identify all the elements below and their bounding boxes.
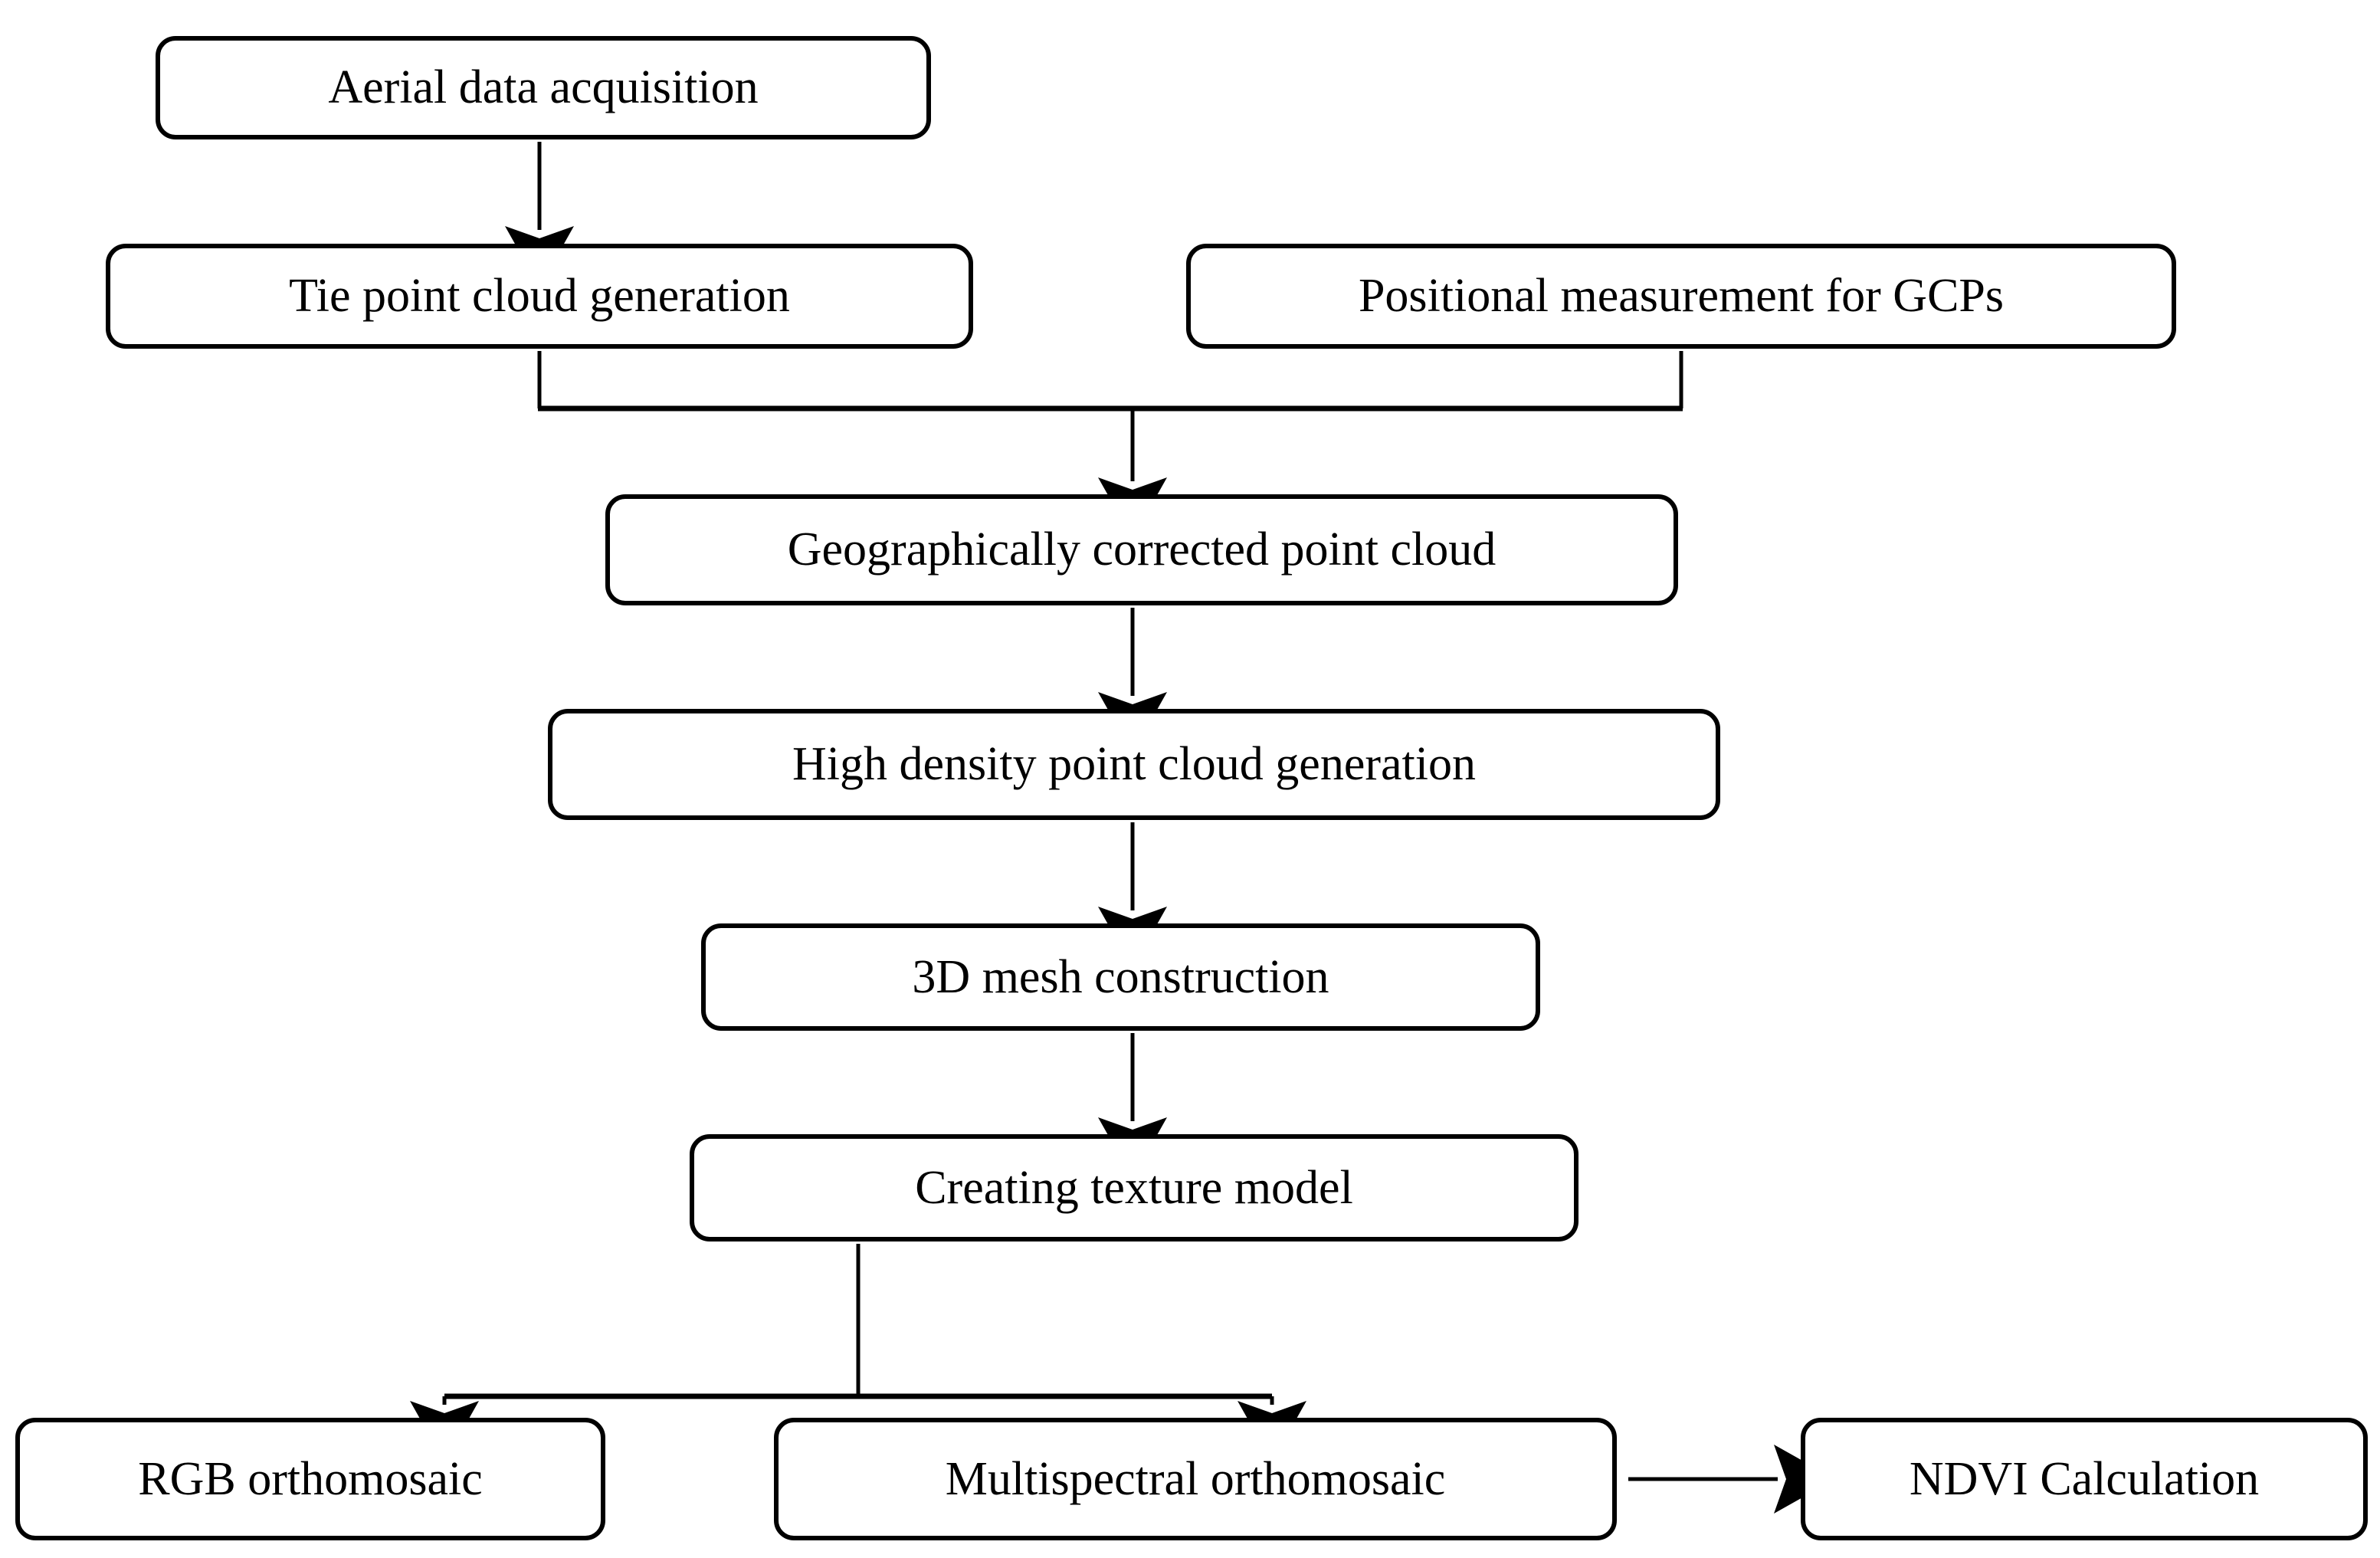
node-label-multispectral-orthomosaic: Multispectral orthomosaic: [945, 1452, 1446, 1505]
node-multispectral-orthomosaic[interactable]: Multispectral orthomosaic: [774, 1418, 1617, 1540]
node-label-geographically-corrected-point-cloud: Geographically corrected point cloud: [787, 523, 1497, 576]
node-tie-point-cloud-generation[interactable]: Tie point cloud generation: [106, 244, 973, 349]
node-high-density-point-cloud-generation[interactable]: High density point cloud generation: [548, 709, 1720, 820]
node-label-3d-mesh-construction: 3D mesh construction: [912, 950, 1329, 1003]
node-label-tie-point-cloud-generation: Tie point cloud generation: [289, 270, 790, 323]
node-label-creating-texture-model: Creating texture model: [915, 1161, 1353, 1214]
node-label-positional-measurement-for-gcps: Positional measurement for GCPs: [1358, 270, 2005, 323]
node-aerial-data-acquisition[interactable]: Aerial data acquisition: [156, 36, 931, 139]
node-ndvi-calculation[interactable]: NDVI Calculation: [1801, 1418, 2368, 1540]
node-label-ndvi-calculation: NDVI Calculation: [1909, 1452, 2260, 1505]
node-rgb-orthomosaic[interactable]: RGB orthomosaic: [15, 1418, 605, 1540]
node-label-high-density-point-cloud-generation: High density point cloud generation: [792, 738, 1476, 791]
merge-junction-bar: [538, 405, 1683, 539]
node-positional-measurement-for-gcps[interactable]: Positional measurement for GCPs: [1186, 244, 2176, 349]
node-3d-mesh-construction[interactable]: 3D mesh construction: [701, 923, 1540, 1031]
node-geographically-corrected-point-cloud[interactable]: Geographically corrected point cloud: [605, 494, 1678, 605]
node-creating-texture-model[interactable]: Creating texture model: [690, 1134, 1578, 1241]
node-label-rgb-orthomosaic: RGB orthomosaic: [138, 1452, 483, 1505]
node-label-aerial-data-acquisition: Aerial data acquisition: [328, 61, 759, 114]
